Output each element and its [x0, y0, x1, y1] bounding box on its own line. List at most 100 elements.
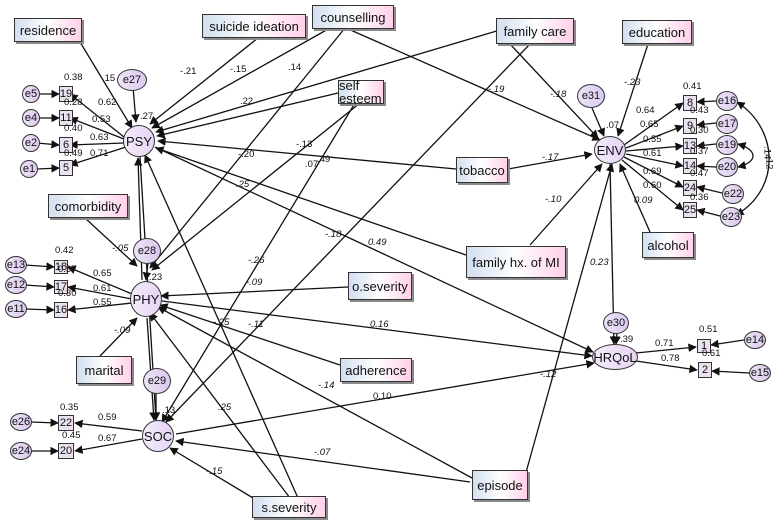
loading-hrqol-2: 0.78 — [661, 353, 680, 364]
error-e16[interactable]: e16 — [716, 91, 738, 111]
error-e24[interactable]: e24 — [10, 442, 32, 460]
coef-env-hrqol: 0.23 — [590, 257, 609, 268]
node-counselling[interactable]: counselling — [312, 5, 394, 29]
arrow-selfesteem-psy — [156, 92, 339, 139]
loading-phy-18: 0.65 — [93, 268, 112, 279]
indicator-5[interactable]: 5 — [59, 160, 73, 176]
indicator-14[interactable]: 14 — [683, 158, 697, 174]
arrow-ssev-soc — [169, 447, 259, 502]
r2-17: 0.37 — [58, 264, 77, 275]
r2-env: .07 — [606, 120, 620, 131]
indicator-13[interactable]: 13 — [683, 138, 697, 154]
indicator-16[interactable]: 16 — [54, 302, 68, 318]
arrow-counselling-psy — [151, 27, 331, 129]
error-e4[interactable]: e4 — [22, 109, 40, 127]
r2-5: 0.49 — [64, 148, 83, 159]
error-e11[interactable]: e11 — [5, 300, 27, 318]
indicator-19[interactable]: 19 — [59, 86, 73, 102]
arrow-familyhx-psy — [155, 146, 467, 256]
r2-9: 0.43 — [690, 105, 709, 116]
indicator-1[interactable]: 1 — [697, 339, 711, 353]
arrow-counselling-env — [345, 27, 601, 141]
latent-soc[interactable]: SOC — [142, 420, 174, 452]
indicator-6[interactable]: 6 — [59, 137, 73, 153]
indicator-25[interactable]: 25 — [683, 202, 697, 218]
coef-counselling-psy: -.15 — [230, 64, 247, 75]
r2-25: 0.36 — [690, 192, 709, 203]
node-family-hx[interactable]: family hx. of MI — [466, 246, 566, 278]
indicator-8[interactable]: 8 — [683, 95, 697, 111]
node-self-esteem[interactable]: self esteem — [338, 79, 384, 105]
covariance-b: .12 — [763, 156, 775, 170]
error-e17[interactable]: e17 — [716, 114, 738, 134]
node-tobacco[interactable]: tobacco — [456, 157, 508, 183]
error-e1[interactable]: e1 — [20, 160, 38, 178]
indicator-22[interactable]: 22 — [58, 415, 74, 431]
coef-familyhx-psy: -.18 — [325, 229, 342, 240]
error-e29[interactable]: e29 — [143, 368, 171, 394]
arrow-education-env — [616, 43, 649, 137]
loading-env-24: 0.69 — [643, 166, 662, 177]
r2-psy: .27 — [140, 111, 154, 122]
error-e26[interactable]: e26 — [10, 413, 32, 431]
error-e19[interactable]: e19 — [716, 135, 738, 155]
error-e14[interactable]: e14 — [744, 331, 766, 349]
r2-18: 0.42 — [55, 245, 74, 256]
indicator-9[interactable]: 9 — [683, 118, 697, 134]
arrow-familyhx-env — [529, 163, 603, 246]
latent-psy[interactable]: PSY — [123, 125, 155, 157]
arrow-familycare-env — [509, 43, 599, 139]
latent-env[interactable]: ENV — [594, 136, 626, 164]
loading-psy-11: 0.53 — [92, 114, 111, 125]
node-s-severity[interactable]: s.severity — [252, 496, 326, 518]
node-education[interactable]: education — [622, 20, 692, 44]
error-e15[interactable]: e15 — [749, 364, 771, 382]
node-marital[interactable]: marital — [76, 356, 132, 384]
loading-soc-20: 0.67 — [98, 433, 117, 444]
error-e13[interactable]: e13 — [5, 256, 27, 274]
error-e5[interactable]: e5 — [22, 85, 40, 103]
node-episode[interactable]: episode — [472, 470, 528, 500]
indicator-11[interactable]: 11 — [59, 110, 73, 126]
loading-env-9: 0.65 — [640, 119, 659, 130]
coef-selfesteem-phy: -.20 — [238, 149, 255, 160]
indicator-24[interactable]: 24 — [683, 180, 697, 196]
node-adherence[interactable]: adherence — [340, 358, 412, 382]
error-e12[interactable]: e12 — [5, 276, 27, 294]
node-family-care[interactable]: family care — [496, 18, 574, 44]
coef-adherence-phy: -.11 — [248, 319, 264, 330]
node-residence[interactable]: residence — [14, 18, 82, 42]
indicator-20[interactable]: 20 — [58, 443, 74, 459]
error-e20[interactable]: e20 — [716, 157, 738, 177]
error-e28[interactable]: e28 — [133, 238, 161, 264]
r2-16: 0.30 — [58, 288, 77, 299]
coef-selfesteem-psy: -.13 — [296, 139, 313, 150]
error-e31[interactable]: e31 — [577, 84, 605, 108]
indicator-17[interactable]: 17 — [54, 280, 68, 294]
coef-selfesteem-soc: .49 — [317, 154, 331, 165]
error-e27[interactable]: e27 — [117, 69, 147, 91]
node-comorbidity[interactable]: comorbidity — [48, 194, 128, 218]
coef-familycare-env: -.18 — [550, 89, 567, 100]
node-o-severity[interactable]: o.severity — [348, 272, 412, 300]
error-e23[interactable]: e23 — [720, 207, 742, 227]
coef-familycare-psy: .22 — [240, 96, 254, 107]
loading-phy-16: 0.55 — [93, 297, 112, 308]
coef-ssev-phy: .25 — [218, 402, 232, 413]
error-e2[interactable]: e2 — [22, 134, 40, 152]
coef-osev-phy: -.09 — [246, 277, 263, 288]
indicator-18[interactable]: 18 — [54, 260, 68, 274]
node-suicide-ideation[interactable]: suicide ideation — [202, 14, 306, 38]
arrow-residence-psy — [79, 41, 133, 129]
loading-psy-19: 0.62 — [98, 97, 117, 108]
node-alcohol[interactable]: alcohol — [642, 232, 694, 258]
error-e30[interactable]: e30 — [603, 312, 629, 334]
error-e22[interactable]: e22 — [722, 184, 744, 204]
r2-soc: .13 — [162, 405, 176, 416]
coef-familyhx-env: -.10 — [545, 194, 562, 205]
indicator-2[interactable]: 2 — [698, 362, 712, 378]
latent-phy[interactable]: PHY — [130, 281, 162, 317]
coef-ssev-psy: -.25 — [213, 317, 230, 328]
arrow-alcohol-env — [619, 163, 651, 233]
latent-hrqol[interactable]: HRQoL — [592, 344, 638, 370]
